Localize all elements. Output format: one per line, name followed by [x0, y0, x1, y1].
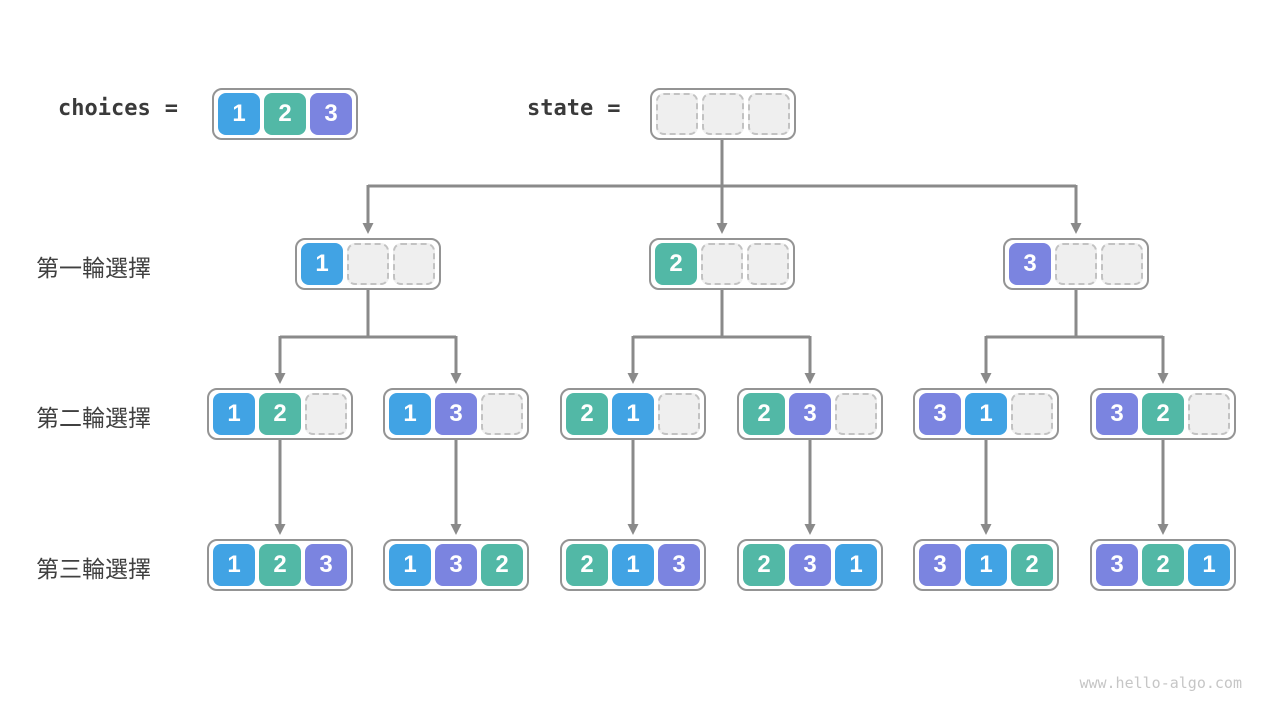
choice-cell: 2 — [655, 243, 697, 285]
choice-cell: 2 — [566, 393, 608, 435]
choice-cell: 1 — [389, 544, 431, 586]
choice-cell: 3 — [919, 393, 961, 435]
choice-cell: 1 — [301, 243, 343, 285]
choice-cell: 1 — [1188, 544, 1230, 586]
state-node-round1-1: 1 — [295, 238, 441, 290]
choice-cell: 1 — [389, 393, 431, 435]
state-node-round1-3: 3 — [1003, 238, 1149, 290]
state-array-root — [650, 88, 796, 140]
choice-cell: 3 — [919, 544, 961, 586]
choice-cell: 1 — [218, 93, 260, 135]
choice-cell: 2 — [481, 544, 523, 586]
empty-cell — [1188, 393, 1230, 435]
empty-cell — [1011, 393, 1053, 435]
empty-cell — [748, 93, 790, 135]
choice-cell: 2 — [1142, 544, 1184, 586]
choice-cell: 2 — [264, 93, 306, 135]
choice-cell: 3 — [789, 544, 831, 586]
choice-cell: 3 — [1096, 393, 1138, 435]
choice-cell: 1 — [213, 393, 255, 435]
choice-cell: 2 — [1011, 544, 1053, 586]
empty-cell — [393, 243, 435, 285]
empty-cell — [305, 393, 347, 435]
choice-cell: 1 — [612, 393, 654, 435]
choice-cell: 2 — [259, 393, 301, 435]
state-equals: = — [607, 96, 621, 121]
state-label-group: state = — [527, 96, 620, 121]
choice-cell: 1 — [835, 544, 877, 586]
round-3-label: 第三輪選擇 — [36, 556, 151, 582]
state-label: state — [527, 96, 594, 121]
choice-cell: 2 — [743, 393, 785, 435]
empty-cell — [658, 393, 700, 435]
choice-cell: 3 — [305, 544, 347, 586]
choice-cell: 2 — [1142, 393, 1184, 435]
round-1-label: 第一輪選擇 — [36, 255, 151, 281]
empty-cell — [481, 393, 523, 435]
empty-cell — [701, 243, 743, 285]
choice-cell: 3 — [1096, 544, 1138, 586]
choice-cell: 2 — [259, 544, 301, 586]
choice-cell: 1 — [213, 544, 255, 586]
empty-cell — [1055, 243, 1097, 285]
choices-label-group: choices = — [58, 96, 178, 121]
choices-label: choices — [58, 96, 151, 121]
empty-cell — [835, 393, 877, 435]
empty-cell — [747, 243, 789, 285]
choice-cell: 2 — [743, 544, 785, 586]
choice-cell: 1 — [965, 393, 1007, 435]
arrowheads — [274, 223, 1169, 535]
choice-cell: 3 — [658, 544, 700, 586]
choice-cell: 1 — [965, 544, 1007, 586]
choice-cell: 3 — [1009, 243, 1051, 285]
choice-cell: 1 — [612, 544, 654, 586]
empty-cell — [702, 93, 744, 135]
choice-cell: 3 — [435, 544, 477, 586]
choice-cell: 3 — [789, 393, 831, 435]
choice-cell: 3 — [310, 93, 352, 135]
empty-cell — [347, 243, 389, 285]
watermark: www.hello-algo.com — [1079, 674, 1242, 692]
state-node-round1-2: 2 — [649, 238, 795, 290]
empty-cell — [656, 93, 698, 135]
round-2-label: 第二輪選擇 — [36, 405, 151, 431]
choice-cell: 2 — [566, 544, 608, 586]
choices-equals: = — [164, 96, 178, 121]
choice-cell: 3 — [435, 393, 477, 435]
choices-array: 1 2 3 — [212, 88, 358, 140]
empty-cell — [1101, 243, 1143, 285]
